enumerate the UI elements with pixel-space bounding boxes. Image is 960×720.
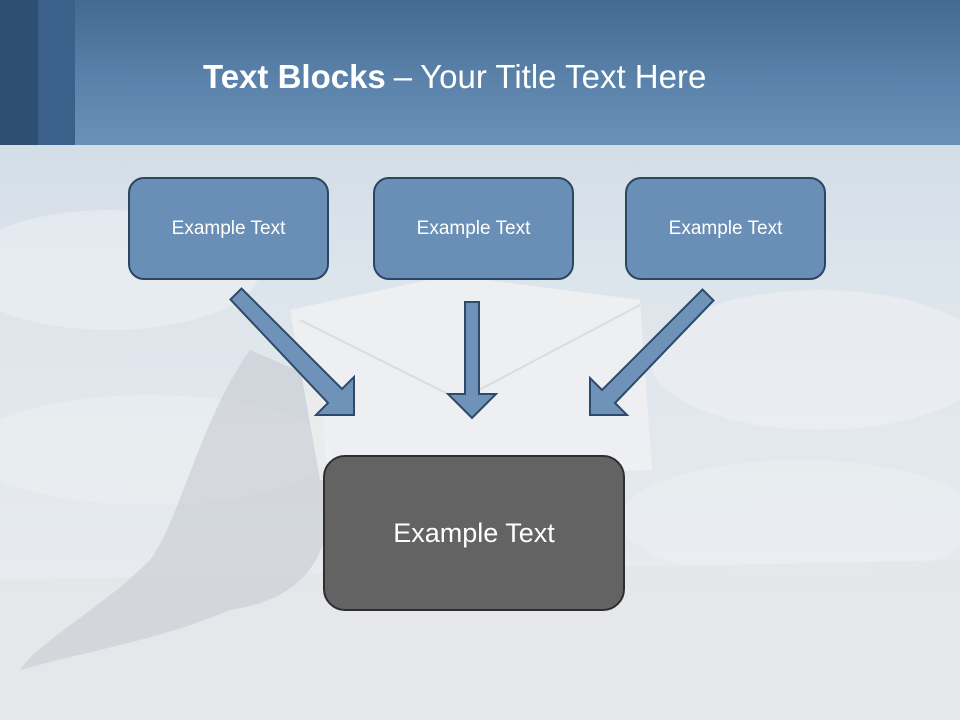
title-bar: Text Blocks–Your Title Text Here xyxy=(0,0,960,145)
header-accent-strip-2 xyxy=(38,0,75,145)
text-block-bottom[interactable]: Example Text xyxy=(323,455,625,611)
slide-title: Text Blocks–Your Title Text Here xyxy=(203,55,706,99)
header-accent-strip xyxy=(0,0,38,145)
arrow-left xyxy=(229,287,355,416)
text-block-center[interactable]: Example Text xyxy=(373,177,574,280)
text-block-left[interactable]: Example Text xyxy=(128,177,329,280)
arrow-center xyxy=(445,301,499,420)
title-rest: Your Title Text Here xyxy=(420,58,707,95)
arrow-right xyxy=(589,288,715,416)
text-block-right[interactable]: Example Text xyxy=(625,177,826,280)
title-bold-part: Text Blocks xyxy=(203,58,386,95)
title-separator: – xyxy=(393,58,413,95)
